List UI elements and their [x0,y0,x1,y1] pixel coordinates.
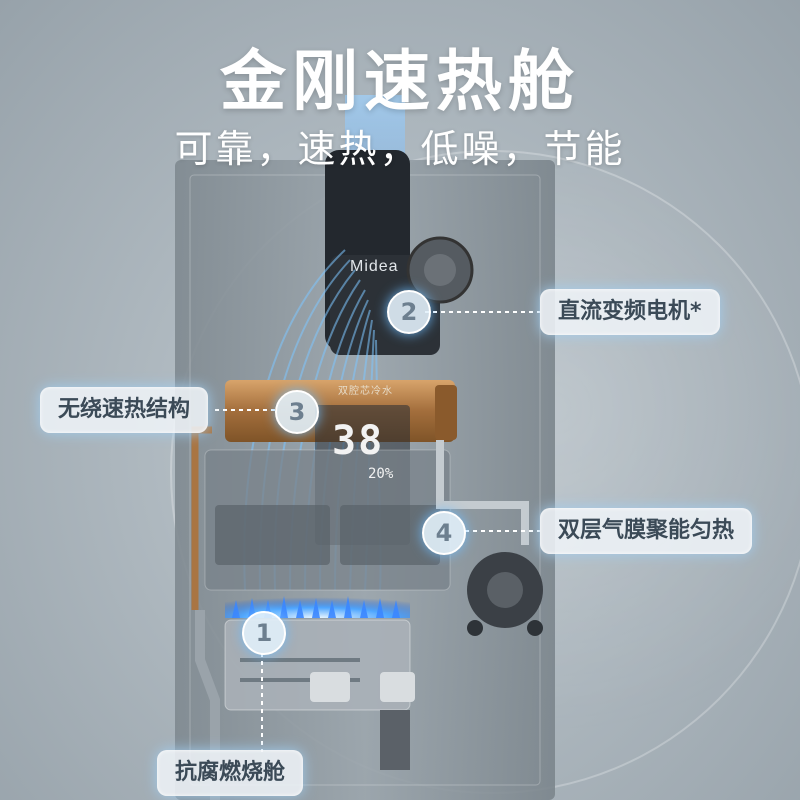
callout-badge-4: 4 [422,511,466,555]
right-water-pipe [436,440,529,545]
leader-lines [215,311,540,752]
display-temperature: 38 [332,418,385,464]
display-percent: 20% [368,466,394,482]
callout-label-wrapless-structure: 无绕速热结构 [40,387,209,433]
page-title: 金刚速热舱 [220,43,580,120]
panel-text: 双腔芯冷水 [338,386,393,397]
callout-label-dc-motor: 直流变频电机* [540,289,720,335]
page-subtitle: 可靠，速热，低噪，节能 [174,127,626,171]
brand-logo: Midea [350,258,399,275]
callout-badge-2: 2 [387,290,431,334]
callout-label-combustion-chamber: 抗腐燃烧舱 [157,750,304,796]
callout-label-air-film: 双层气膜聚能匀热 [540,508,753,554]
callout-badge-1: 1 [242,611,286,655]
callout-badge-3: 3 [275,390,319,434]
